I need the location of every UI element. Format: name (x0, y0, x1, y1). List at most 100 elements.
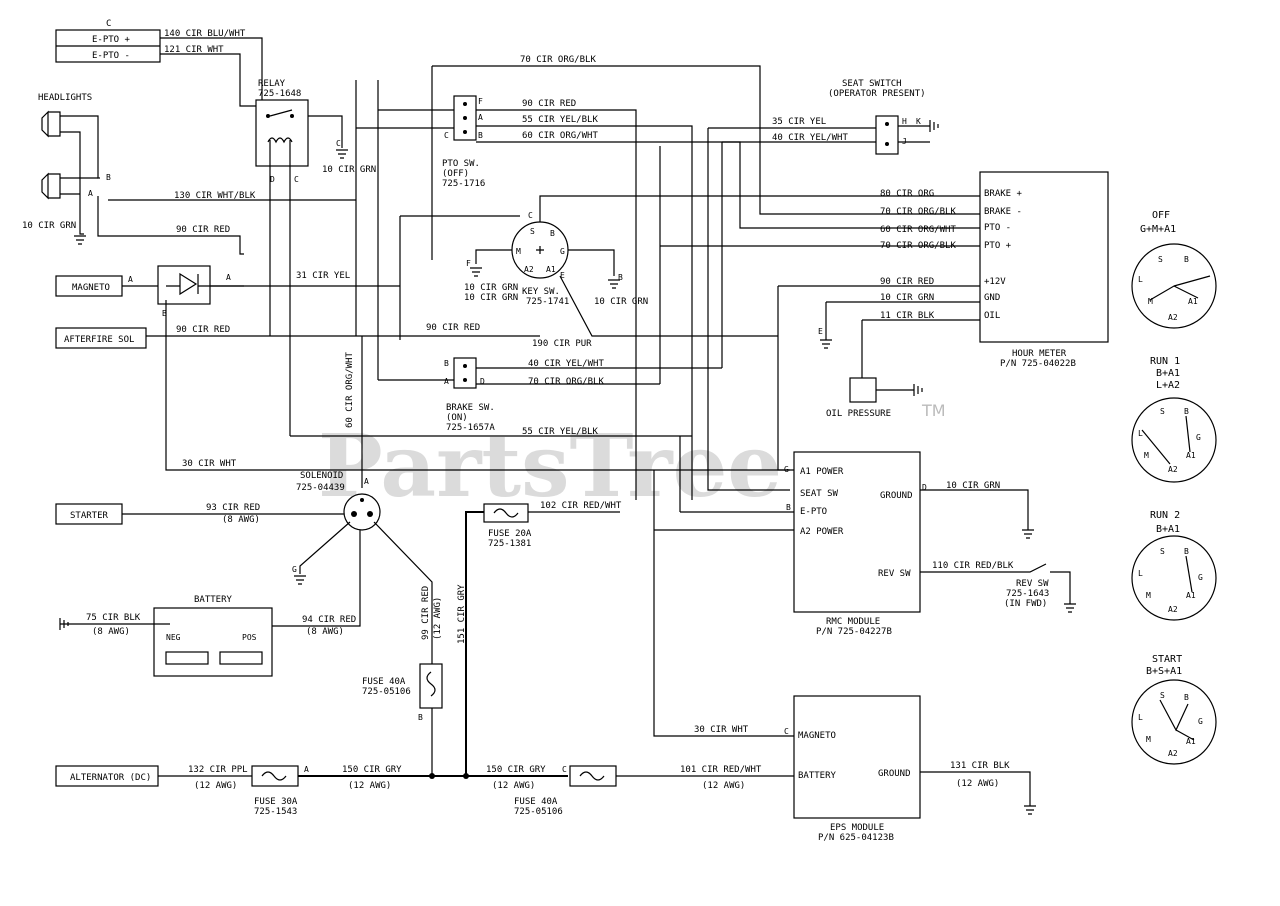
key-pin-a2: A2 (1168, 313, 1178, 322)
solenoid-pn: 725-04439 (296, 483, 345, 493)
pin-letter: C (444, 131, 449, 140)
relay: RELAY 725-1648 D C (255, 79, 309, 184)
wire-label: 55 CIR YEL/BLK (522, 115, 598, 125)
key-pos-title: OFF (1152, 210, 1170, 221)
key-pin-s: S (1160, 547, 1165, 556)
key-pin-g: G (1198, 573, 1203, 582)
wire-label: 90 CIR RED (176, 325, 230, 335)
wire-label: 10 CIR GRN (880, 293, 934, 303)
key-pin-m: M (516, 247, 521, 256)
key-pin-m: M (1146, 735, 1151, 744)
wire-label: 151 CIR GRY (457, 584, 467, 644)
key-pin-a2: A2 (524, 265, 534, 274)
battery: BATTERY NEG POS (153, 595, 273, 677)
wire-label: 10 CIR GRN (22, 221, 76, 231)
relay-pin-d: D (270, 175, 275, 184)
key-pin-s: S (530, 227, 535, 236)
rmc-pin: GROUND (880, 491, 913, 501)
hour-meter-pin: PTO - (984, 223, 1011, 233)
connector-ref: C (106, 19, 111, 29)
key-pin-b: B (1184, 255, 1189, 264)
hour-meter-pn: P/N 725-04022B (1000, 359, 1076, 369)
key-pos-combo: B+A1 (1156, 368, 1180, 379)
key-pos-combo: B+S+A1 (1146, 666, 1182, 677)
key-pos-combo: B+A1 (1156, 524, 1180, 535)
alternator-label: ALTERNATOR (DC) (70, 773, 151, 783)
wire-label: (12 AWG) (702, 781, 745, 791)
pin-letter: B (786, 503, 791, 512)
pin-letter: A (444, 377, 449, 386)
rmc-pn: P/N 725-04227B (816, 627, 892, 637)
key-pos-combo: G+M+A1 (1140, 224, 1176, 235)
key-pin-b: B (1184, 407, 1189, 416)
wire-label: 40 CIR YEL/WHT (772, 133, 848, 143)
pin-letter: A (226, 273, 231, 282)
key-pin-a2: A2 (1168, 605, 1178, 614)
wire-label: 140 CIR BLU/WHT (164, 29, 246, 39)
watermark-tm: TM (921, 401, 946, 420)
key-pin-a2: A2 (1168, 465, 1178, 474)
hour-meter-pin: +12V (984, 277, 1006, 287)
key-pin-g: G (1198, 717, 1203, 726)
key-switch-pn: 725-1741 (526, 297, 569, 307)
rmc-module: A1 POWER SEAT SW E-PTO A2 POWER GROUND R… (793, 451, 921, 637)
pin-letter: E (818, 327, 823, 336)
battery-name: BATTERY (194, 595, 233, 605)
wire-label: 94 CIR RED (302, 615, 356, 625)
wire-label: 80 CIR ORG (880, 189, 934, 199)
fuse-40a-upper: FUSE 40A 725-05106 B (362, 663, 443, 722)
key-pin-g: G (1196, 433, 1201, 442)
hour-meter-pin: BRAKE - (984, 207, 1022, 217)
pin-letter: A (304, 765, 309, 774)
wire-label: (12 AWG) (956, 779, 999, 789)
fuse-pn: 725-05106 (362, 687, 411, 697)
wire-label: (8 AWG) (92, 627, 130, 637)
wire-label: 121 CIR WHT (164, 45, 224, 55)
rmc-pin: SEAT SW (800, 489, 839, 499)
wire-label: 150 CIR GRY (342, 765, 402, 775)
relay-pin-c: C (294, 175, 299, 184)
brake-switch-name: BRAKE SW. (446, 403, 495, 413)
key-pin-g: G (560, 247, 565, 256)
watermark-text: PartsTree (318, 416, 782, 517)
wire-label: 101 CIR RED/WHT (680, 765, 762, 775)
wire-label: 110 CIR RED/BLK (932, 561, 1014, 571)
wire-label: 102 CIR RED/WHT (540, 501, 622, 511)
wire-label: 60 CIR ORG/WHT (345, 352, 355, 428)
pto-switch-state: (OFF) (442, 169, 469, 179)
pin-letter: B (106, 173, 111, 182)
rev-sw-state: (IN FWD) (1004, 599, 1047, 609)
key-pos-combo2: L+A2 (1156, 380, 1180, 391)
key-pin-l: L (1138, 713, 1143, 722)
seat-switch-note: (OPERATOR PRESENT) (828, 89, 926, 99)
pin-letter: D (480, 377, 485, 386)
rmc-pin: A1 POWER (800, 467, 844, 477)
wire-label: 131 CIR BLK (950, 761, 1010, 771)
key-switch: C S B M G A2 A1 E KEY SW. 725-1741 (511, 211, 569, 307)
hour-meter-name: HOUR METER (1012, 349, 1067, 359)
headlights-label: HEADLIGHTS (38, 93, 92, 103)
oil-pressure-label: OIL PRESSURE (826, 409, 891, 419)
wire-label: 60 CIR ORG/WHT (522, 131, 598, 141)
pin-letter: B (478, 131, 483, 140)
brake-switch-pn: 725-1657A (446, 423, 495, 433)
e-pto-connector: C E-PTO + E-PTO - (55, 19, 161, 63)
wire-label: 70 CIR ORG/BLK (880, 207, 956, 217)
pin-letter: A (364, 477, 369, 486)
wire-label: (12 AWG) (433, 597, 443, 640)
pin-letter: C (784, 727, 789, 736)
key-pin-m: M (1148, 297, 1153, 306)
pin-letter: G (784, 465, 789, 474)
e-pto-plus-label: E-PTO + (92, 35, 131, 45)
wire-label: 90 CIR RED (880, 277, 934, 287)
pin-letter: C (528, 211, 533, 220)
wire-label: 93 CIR RED (206, 503, 260, 513)
key-switch-name: KEY SW. (522, 287, 560, 297)
eps-pin: MAGNETO (798, 731, 836, 741)
key-pin-l: L (1138, 569, 1143, 578)
pin-letter: D (922, 483, 927, 492)
wire-label: 70 CIR ORG/BLK (520, 55, 596, 65)
wire-label: 30 CIR WHT (182, 459, 237, 469)
pin-letter: F (466, 259, 471, 268)
